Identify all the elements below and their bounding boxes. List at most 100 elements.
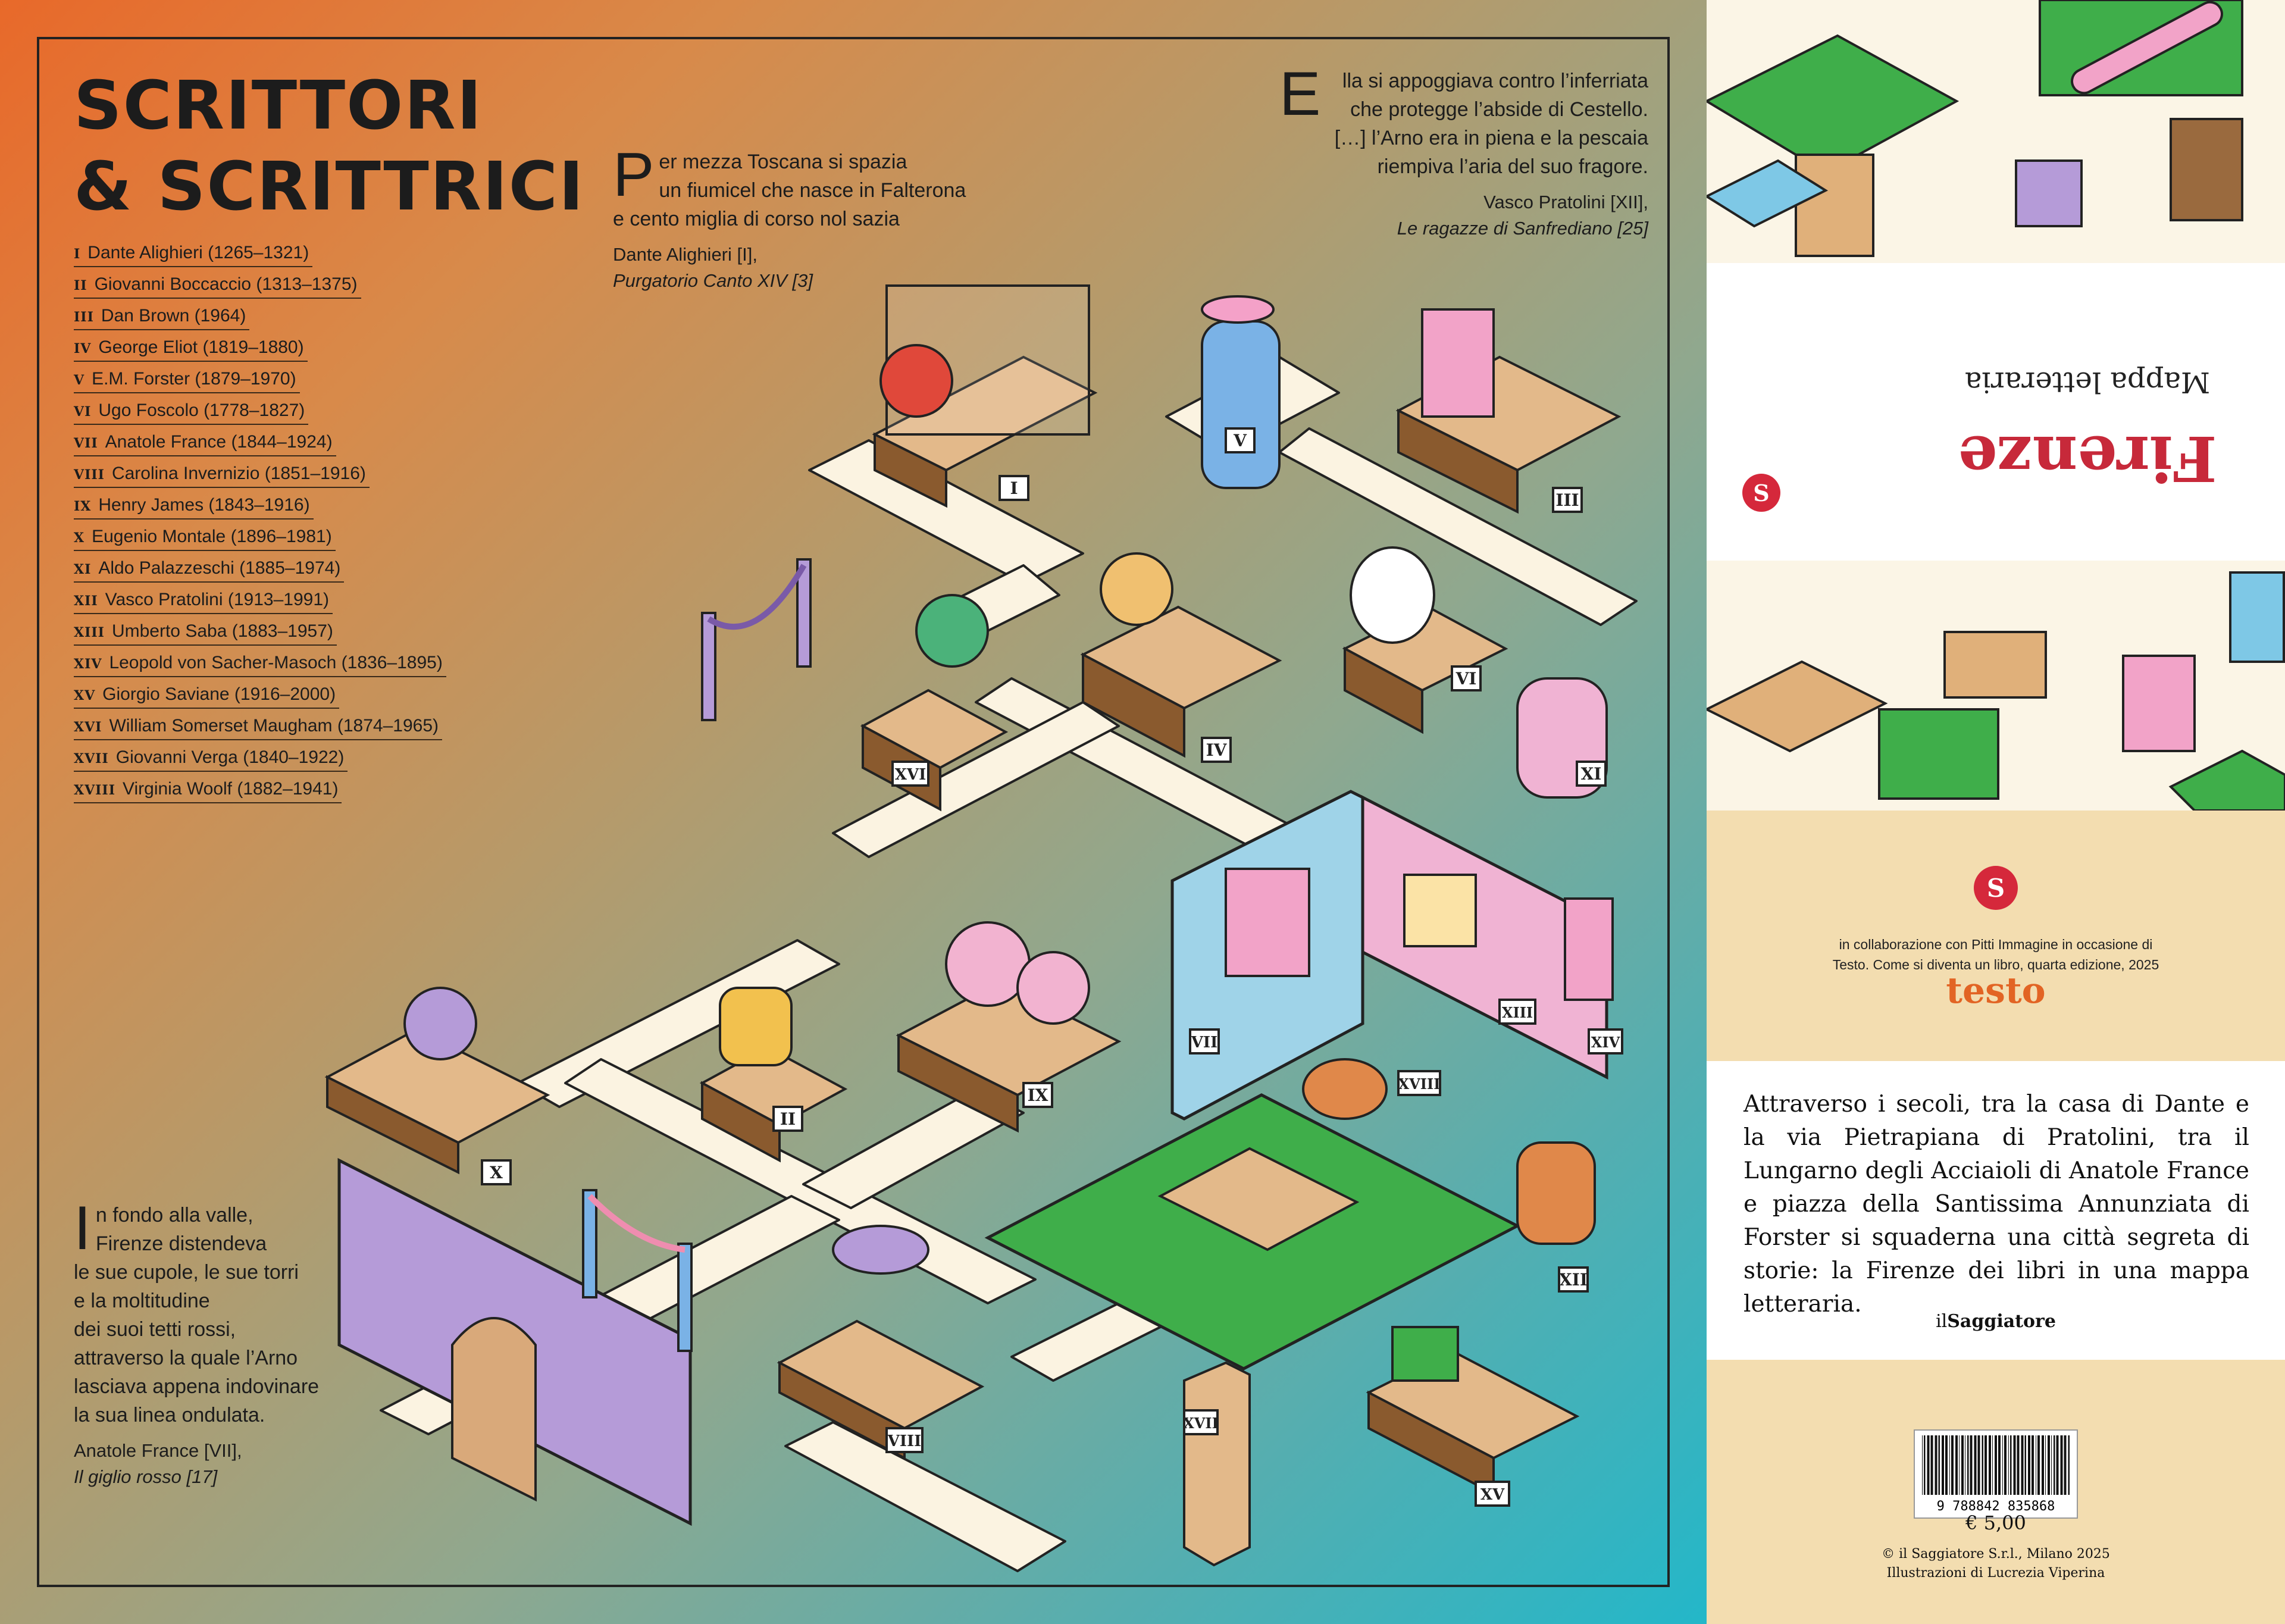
- svg-text:XVII: XVII: [1183, 1415, 1219, 1432]
- publisher-logo: ilSaggiatore: [1936, 1311, 2056, 1332]
- author-name: George Eliot (1819–1880): [98, 337, 304, 357]
- author-entry: XVIII Virginia Woolf (1882–1941): [74, 772, 446, 803]
- map-panel: I V III IV: [0, 0, 1707, 1624]
- svg-text:IV: IV: [1206, 740, 1228, 760]
- author-name: Virginia Woolf (1882–1941): [123, 779, 339, 799]
- barcode-bar: [1935, 1435, 1937, 1495]
- path-segment: [808, 439, 1084, 584]
- rope-barrier: [582, 558, 812, 1352]
- barcode-bar: [1977, 1435, 1980, 1495]
- exhibit-II: II: [699, 987, 848, 1163]
- illustration-band-top: [1707, 0, 2285, 263]
- barcode-bar: [2068, 1435, 2070, 1495]
- svg-text:XVIII: XVIII: [1398, 1075, 1441, 1093]
- author-entry: XVI William Somerset Maugham (1874–1965): [74, 709, 446, 740]
- author-number: V: [74, 373, 85, 388]
- quote-attribution: Anatole France [VII], Il giglio rosso [1…: [74, 1440, 242, 1487]
- barcode-bar: [2013, 1435, 2016, 1495]
- gallery-painting: [1225, 868, 1310, 977]
- exhibit-V: V: [1201, 295, 1281, 489]
- barcode-bar: [2037, 1435, 2040, 1495]
- svg-text:XIV: XIV: [1591, 1034, 1620, 1051]
- author-name: Aldo Palazzeschi (1885–1974): [98, 558, 341, 578]
- barcode-bar: [1984, 1435, 1987, 1495]
- author-name: Eugenio Montale (1896–1981): [92, 527, 332, 546]
- quote-attribution: Dante Alighieri [I], Purgatorio Canto XI…: [613, 244, 813, 291]
- svg-text:VII: VII: [1191, 1034, 1218, 1052]
- barcode-bar: [1992, 1435, 1993, 1495]
- path-segment: [1278, 427, 1638, 626]
- barcode-bar: [1998, 1435, 2001, 1495]
- barcode-bar: [1945, 1435, 1948, 1495]
- author-name: Vasco Pratolini (1913–1991): [105, 590, 330, 609]
- barcode-bar: [1942, 1435, 1944, 1495]
- author-name: Giovanni Verga (1840–1922): [115, 747, 345, 767]
- barcode-bar: [1930, 1435, 1933, 1495]
- cover-panel: Firenze Mappa letteraria S S in collabor…: [1707, 0, 2285, 1624]
- barcode-bar: [2051, 1435, 2052, 1495]
- author-number: III: [74, 309, 94, 325]
- author-number: XVIII: [74, 783, 116, 798]
- quote-dante: P er mezza Toscana si spazia un fiumicel…: [613, 140, 994, 294]
- barcode-bar: [1974, 1435, 1977, 1495]
- title-line-1: SCRITTORI: [74, 67, 483, 145]
- price: € 5,00: [1965, 1512, 2026, 1534]
- map-frame: [37, 37, 1670, 1587]
- dropcap: E: [1279, 60, 1321, 129]
- exhibit-XVI: XVI: [860, 594, 1009, 812]
- svg-text:II: II: [780, 1109, 796, 1129]
- author-name: E.M. Forster (1879–1970): [92, 369, 296, 389]
- cover-title: Firenze: [1958, 422, 2217, 495]
- saggiatore-logo: S: [1742, 474, 1780, 512]
- svg-text:V: V: [1233, 431, 1247, 450]
- svg-text:I: I: [1010, 478, 1018, 498]
- exhibits: I V III IV: [324, 284, 1623, 1567]
- saggiatore-logo: S: [1974, 866, 2018, 910]
- svg-text:VI: VI: [1455, 669, 1477, 689]
- isometric-illustration: [1707, 0, 2243, 257]
- author-entry: X Eugenio Montale (1896–1981): [74, 520, 446, 551]
- author-number: XV: [74, 688, 96, 703]
- author-entry: XV Giorgio Saviane (1916–2000): [74, 677, 446, 709]
- author-number: XVI: [74, 719, 102, 735]
- svg-text:XII: XII: [1559, 1270, 1588, 1290]
- author-number: VI: [74, 404, 92, 420]
- exhibit-XV: XV: [1366, 1326, 1580, 1507]
- archway: [451, 1317, 537, 1502]
- barcode-bar: [2060, 1435, 2063, 1495]
- barcode-bar: [1951, 1435, 1954, 1495]
- credits: © il Saggiatore S.r.l., Milano 2025 Illu…: [1882, 1547, 2110, 1581]
- svg-text:III: III: [1555, 490, 1579, 510]
- author-name: Henry James (1843–1916): [98, 495, 310, 515]
- gallery-wall-right: [1361, 794, 1608, 1080]
- exhibit-I: I: [872, 284, 1098, 508]
- barcode-bar: [2004, 1435, 2007, 1495]
- author-number: IV: [74, 341, 92, 356]
- author-name: Dante Alighieri (1265–1321): [87, 243, 309, 262]
- author-name: William Somerset Maugham (1874–1965): [109, 716, 439, 736]
- quote-pratolini: E lla si appoggiava contro l’inferriata …: [1279, 60, 1648, 242]
- author-number: I: [74, 246, 81, 262]
- barcode-bar: [2028, 1435, 2030, 1495]
- author-entry: V E.M. Forster (1879–1970): [74, 362, 446, 393]
- barcode-bar: [1949, 1435, 1950, 1495]
- dropcap: P: [613, 140, 655, 209]
- author-name: Giorgio Saviane (1916–2000): [102, 684, 336, 704]
- illustration-band-middle: [1707, 561, 2285, 811]
- svg-text:VIII: VIII: [887, 1432, 922, 1450]
- author-number: X: [74, 530, 85, 546]
- exhibit-VIII: VIII: [777, 1225, 985, 1460]
- barcode-bar: [1989, 1435, 1991, 1495]
- barcode-bar: [1995, 1435, 1997, 1495]
- barcode-bar: [1955, 1435, 1958, 1495]
- svg-text:XVI: XVI: [895, 766, 926, 784]
